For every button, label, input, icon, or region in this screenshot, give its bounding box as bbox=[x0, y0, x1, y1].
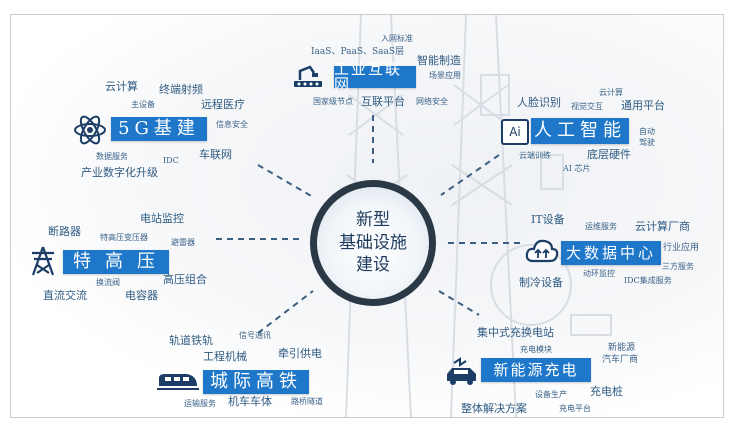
ai-item: 云计算 bbox=[599, 88, 623, 97]
industrial-internet-badge: 工业互联网 bbox=[334, 62, 416, 92]
ai-item: 通用平台 bbox=[621, 99, 665, 112]
rail-item: 工程机械 bbox=[203, 350, 247, 363]
uhv-item: 断路器 bbox=[48, 225, 81, 238]
g5-item: IDC bbox=[163, 156, 179, 165]
ai-badge: 人工智能 bbox=[531, 118, 629, 144]
bigdata-item: 云计算厂商 bbox=[635, 220, 690, 233]
diagram-frame: 入网标准 IaaS、PaaS、SaaS层 智能制造 场景应用 国家级节点 互联平… bbox=[10, 14, 724, 418]
uhv-badge: 特高压 bbox=[63, 250, 169, 274]
center-title-line1: 新型 bbox=[356, 209, 390, 230]
rail-item: 牵引供电 bbox=[278, 347, 322, 360]
rail-item: 轨道铁轨 bbox=[169, 334, 213, 347]
bigdata-item: 行业应用 bbox=[663, 243, 700, 253]
atom-icon bbox=[74, 115, 106, 145]
bigdata-item: IDC集成服务 bbox=[624, 276, 672, 285]
center-hub: 新型 基础设施 建设 bbox=[310, 180, 436, 306]
charging-item: 充电模块 bbox=[520, 345, 552, 354]
charging-item: 设备生产 bbox=[535, 390, 567, 399]
industrial-item: 互联平台 bbox=[361, 95, 405, 108]
center-title-line3: 建设 bbox=[356, 255, 390, 276]
cloud-upload-icon bbox=[525, 239, 559, 263]
g5-item: 远程医疗 bbox=[201, 98, 245, 111]
g5-item: 信息安全 bbox=[216, 120, 248, 129]
train-icon bbox=[157, 374, 199, 390]
charging-badge: 新能源充电 bbox=[481, 358, 591, 382]
rail-item: 机车车体 bbox=[228, 395, 272, 408]
ai-chip-icon: Ai bbox=[501, 119, 529, 145]
connector-ai bbox=[440, 154, 500, 196]
ai-item: AI 芯片 bbox=[563, 164, 591, 173]
ai-item: 底层硬件 bbox=[587, 148, 631, 161]
bigdata-item: 制冷设备 bbox=[519, 276, 563, 289]
g5-item: 云计算 bbox=[105, 80, 138, 93]
g5-item: 主设备 bbox=[131, 100, 155, 109]
center-hub-inner: 新型 基础设施 建设 bbox=[317, 187, 429, 299]
uhv-item: 换流阀 bbox=[96, 278, 120, 287]
bigdata-item: 运维服务 bbox=[585, 222, 617, 231]
bigdata-item: 动环监控 bbox=[583, 269, 615, 278]
charging-item: 充电平台 bbox=[559, 404, 591, 413]
industrial-item: 入网标准 bbox=[381, 34, 413, 43]
industrial-item: 网络安全 bbox=[416, 97, 448, 106]
industrial-item: 国家级节点 bbox=[313, 97, 353, 106]
bigdata-item: IT设备 bbox=[531, 213, 565, 226]
bigdata-badge: 大数据中心 bbox=[561, 241, 661, 265]
uhv-item: 高压组合 bbox=[163, 273, 207, 286]
ai-item: 视觉交互 bbox=[571, 102, 603, 111]
uhv-item: 特高压变压器 bbox=[100, 233, 148, 242]
factory-robot-icon bbox=[294, 65, 322, 87]
connector-rail bbox=[257, 290, 314, 334]
uhv-item: 电容器 bbox=[125, 289, 158, 302]
rail-badge: 城际高铁 bbox=[203, 370, 309, 394]
ai-item: 自动 bbox=[639, 127, 655, 136]
industrial-item: 智能制造 bbox=[417, 54, 461, 67]
power-tower-icon bbox=[31, 246, 55, 276]
charging-item: 整体解决方案 bbox=[461, 402, 527, 415]
5g-badge: 5G基建 bbox=[111, 117, 207, 141]
uhv-item: 电站监控 bbox=[140, 212, 184, 225]
uhv-item: 直流交流 bbox=[43, 289, 87, 302]
industrial-item: 场景应用 bbox=[429, 71, 461, 80]
rail-item: 运输服务 bbox=[184, 399, 216, 408]
connector-5g bbox=[257, 164, 314, 198]
center-title-line2: 基础设施 bbox=[339, 232, 407, 253]
charging-car-icon bbox=[447, 357, 476, 385]
charging-item: 汽车厂商 bbox=[602, 355, 639, 365]
charging-item: 集中式充换电站 bbox=[477, 326, 554, 339]
g5-item: 数据服务 bbox=[96, 152, 128, 161]
charging-item: 充电桩 bbox=[590, 385, 623, 398]
rail-item: 信号通讯 bbox=[239, 331, 271, 340]
industrial-item: IaaS、PaaS、SaaS层 bbox=[311, 47, 405, 57]
ai-item: 驾驶 bbox=[639, 138, 655, 147]
ai-item: 云端训练 bbox=[519, 151, 551, 160]
uhv-item: 避雷器 bbox=[171, 238, 195, 247]
g5-item: 车联网 bbox=[199, 148, 232, 161]
charging-item: 新能源 bbox=[608, 343, 636, 353]
g5-item: 产业数字化升级 bbox=[81, 166, 158, 179]
bigdata-item: 三方服务 bbox=[662, 262, 694, 271]
ai-item: 人脸识别 bbox=[517, 96, 561, 109]
connector-charging bbox=[438, 290, 480, 316]
rail-item: 路桥隧道 bbox=[291, 397, 323, 406]
g5-item: 终端射频 bbox=[159, 83, 203, 96]
connector-lines bbox=[216, 115, 521, 334]
